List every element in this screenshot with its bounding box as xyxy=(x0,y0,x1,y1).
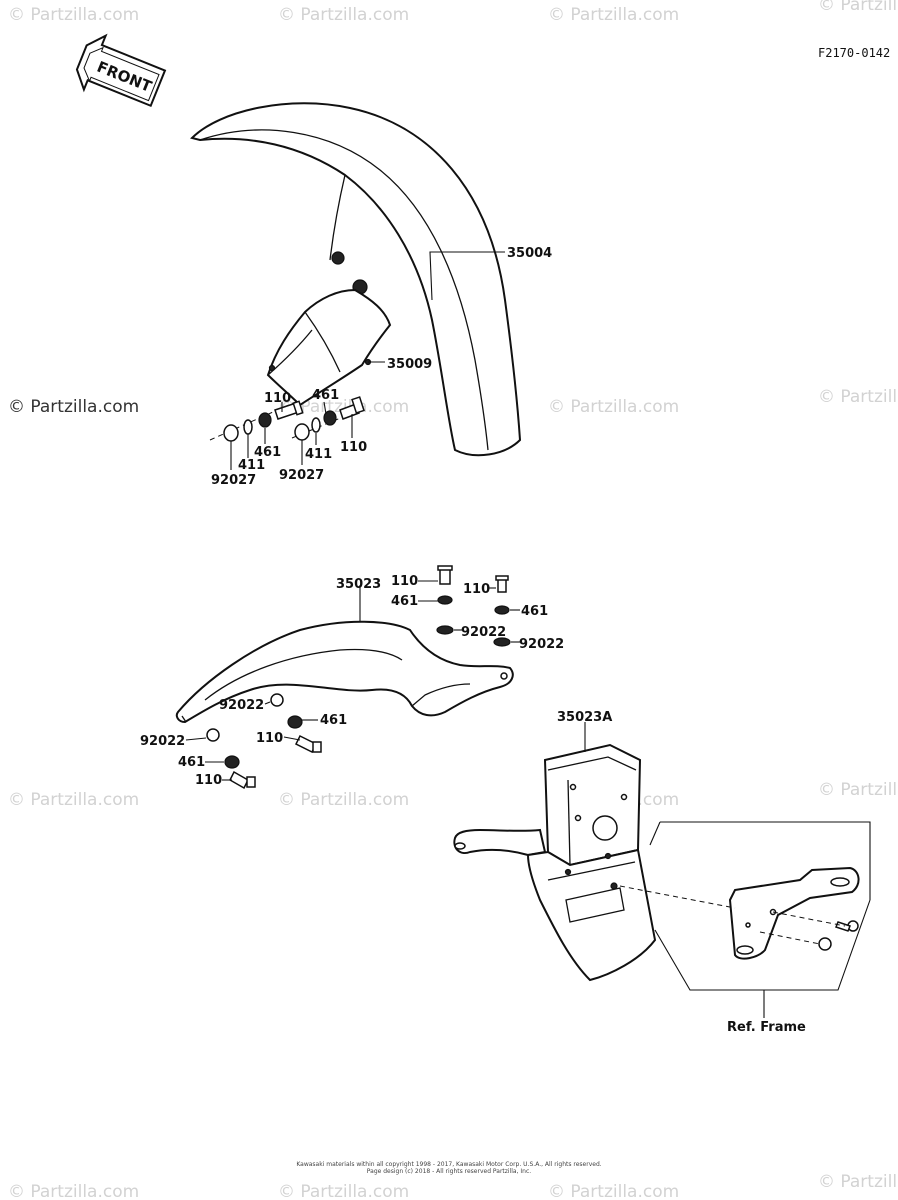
callout-35004: 35004 xyxy=(507,246,552,261)
rear-hardware-top xyxy=(436,565,511,647)
callout-92022: 92022 xyxy=(140,734,185,749)
callout-411: 411 xyxy=(238,458,265,473)
callout-110: 110 xyxy=(256,731,283,746)
watermark: © Partzilla.com xyxy=(818,1172,898,1192)
front-arrow-icon: FRONT xyxy=(75,33,167,108)
callout-110: 110 xyxy=(463,582,490,597)
callout-461: 461 xyxy=(254,445,281,460)
callout-ref-frame: Ref. Frame xyxy=(727,1020,806,1035)
copyright-line: Kawasaki materials within all copyright … xyxy=(296,1161,601,1168)
watermark: © Partzilla.com xyxy=(548,397,679,417)
callout-110: 110 xyxy=(195,773,222,788)
callout-35023: 35023 xyxy=(336,577,381,592)
callout-92022: 92022 xyxy=(219,698,264,713)
copyright-line: Page design (c) 2018 - All rights reserv… xyxy=(367,1168,531,1175)
callout-92027: 92027 xyxy=(279,468,324,483)
callout-411: 411 xyxy=(305,447,332,462)
callout-92022: 92022 xyxy=(519,637,564,652)
front-hardware-left xyxy=(223,400,304,442)
callout-461: 461 xyxy=(312,388,339,403)
rear-fender xyxy=(175,620,514,724)
ref-frame-box xyxy=(619,821,871,991)
watermark: © Partzilla.com xyxy=(278,790,409,810)
watermark: © Partzilla.com xyxy=(548,1182,679,1200)
callout-461: 461 xyxy=(521,604,548,619)
callout-461: 461 xyxy=(320,713,347,728)
watermark: © Partzilla.com xyxy=(278,1182,409,1200)
watermark: © Partzilla.com xyxy=(8,5,139,25)
callout-92027: 92027 xyxy=(211,473,256,488)
watermark: © Partzilla.com xyxy=(548,5,679,25)
watermark: © Partzilla.com xyxy=(818,387,898,407)
callout-461: 461 xyxy=(178,755,205,770)
watermark: © Partzilla.com xyxy=(818,780,898,800)
callout-35023A: 35023A xyxy=(557,710,612,725)
callout-110: 110 xyxy=(264,391,291,406)
reference-code: F2170-0142 xyxy=(818,46,890,60)
callout-35009: 35009 xyxy=(387,357,432,372)
watermark: © Partzilla.com xyxy=(8,397,139,417)
watermark: © Partzilla.com xyxy=(818,0,898,15)
watermark-layer: © Partzilla.com © Partzilla.com © Partzi… xyxy=(8,0,898,1200)
license-plate-bracket xyxy=(453,743,657,982)
watermark: © Partzilla.com xyxy=(8,790,139,810)
watermark: © Partzilla.com xyxy=(278,397,409,417)
front-hardware-right xyxy=(294,396,365,441)
callout-110: 110 xyxy=(340,440,367,455)
watermark: © Partzilla.com xyxy=(8,1182,139,1200)
callout-461: 461 xyxy=(391,594,418,609)
callout-92022: 92022 xyxy=(461,625,506,640)
rear-hardware-lower xyxy=(206,693,322,790)
watermark: © Partzilla.com xyxy=(278,5,409,25)
front-fender xyxy=(190,102,522,457)
callout-110: 110 xyxy=(391,574,418,589)
